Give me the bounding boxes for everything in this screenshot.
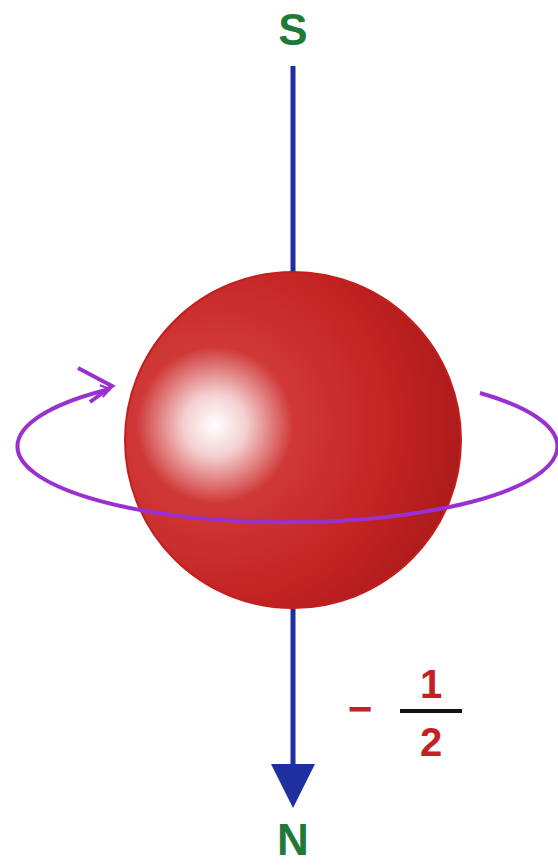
fraction-denominator: 2 [420,722,442,762]
axis-arrowhead [271,764,315,808]
spin-axis [291,66,296,280]
fraction-bar [400,709,462,713]
fraction-numerator: 1 [420,664,442,704]
pole-label: N [277,818,309,862]
electron-sphere [125,272,461,608]
spin-rotation-arrow [17,389,557,522]
spin-axis [291,600,296,770]
rotation-arrowhead [78,368,112,402]
sign-label: − [348,688,373,730]
pole-label: S [278,8,307,52]
